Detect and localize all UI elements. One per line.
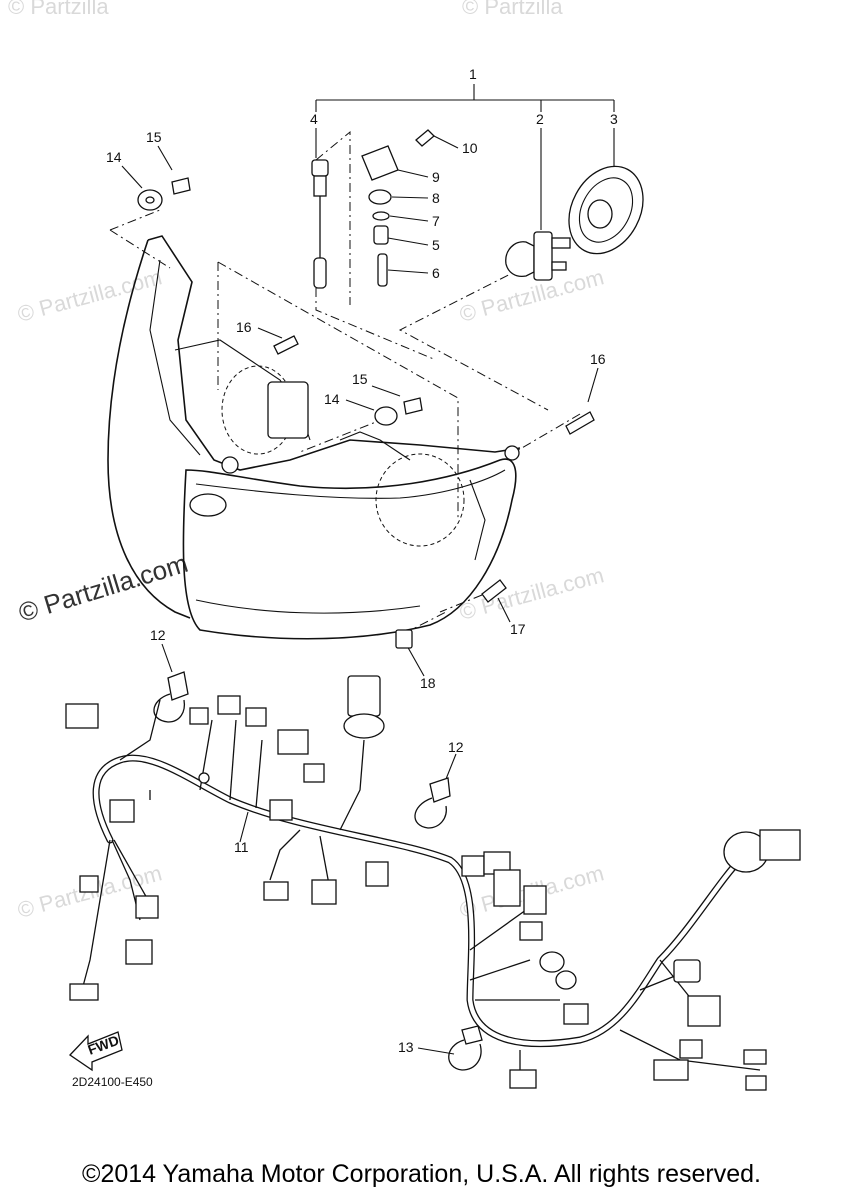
grommets-and-bolts: [137, 177, 595, 649]
callout-16-left: 16: [236, 319, 252, 335]
copyright-notice: ©2014 Yamaha Motor Corporation, U.S.A. A…: [82, 1160, 761, 1188]
harness-connectors: [65, 675, 801, 1091]
diagram-code: 2D24100-E450: [72, 1075, 153, 1089]
leader-lines: [121, 128, 615, 1055]
headlight-housing: [107, 235, 521, 640]
callout-8: 8: [432, 190, 440, 206]
callout-17: 17: [510, 621, 526, 637]
fwd-arrow: FWD: [69, 1031, 123, 1072]
callout-14-lower: 14: [324, 391, 340, 407]
callout-16-right: 16: [590, 351, 606, 367]
callout-12-upper: 12: [150, 627, 166, 643]
watermark-top-right: © Partzilla: [462, 0, 563, 19]
callout-9: 9: [432, 169, 440, 185]
callout-4: 4: [310, 111, 318, 127]
watermark-prominent: © Partzilla.com: [15, 548, 191, 628]
watermark-right-2: © Partzilla.com: [457, 562, 607, 625]
watermark-left-1: © Partzilla.com: [15, 264, 165, 327]
callout-2: 2: [536, 111, 544, 127]
watermark-top-left: © Partzilla: [8, 0, 109, 19]
callout-12-lower: 12: [448, 739, 464, 755]
callout-15-upper: 15: [146, 129, 162, 145]
callout-5: 5: [432, 237, 440, 253]
headlight-bulb: [505, 231, 571, 281]
callout-15-lower: 15: [352, 371, 368, 387]
callout-11: 11: [234, 839, 249, 855]
bulb-socket-cover: [568, 165, 644, 255]
callout-numbers: 1 2 3 4 5 6 7 8 9 10 11 12 12 13 14 14 1…: [106, 66, 618, 1055]
wire-harness: [81, 699, 761, 1071]
alignment-lines: [109, 130, 581, 635]
callout-1: 1: [469, 66, 477, 82]
assembly-bracket: [315, 84, 615, 112]
callout-7: 7: [432, 213, 440, 229]
position-bulb-cord: [311, 159, 329, 289]
harness-clamps: [153, 671, 483, 1071]
callout-18: 18: [420, 675, 436, 691]
callout-14-upper: 14: [106, 149, 122, 165]
callout-10: 10: [462, 140, 478, 156]
callout-13: 13: [398, 1039, 414, 1055]
callout-3: 3: [610, 111, 618, 127]
callout-6: 6: [432, 265, 440, 281]
small-parts: [361, 129, 435, 287]
